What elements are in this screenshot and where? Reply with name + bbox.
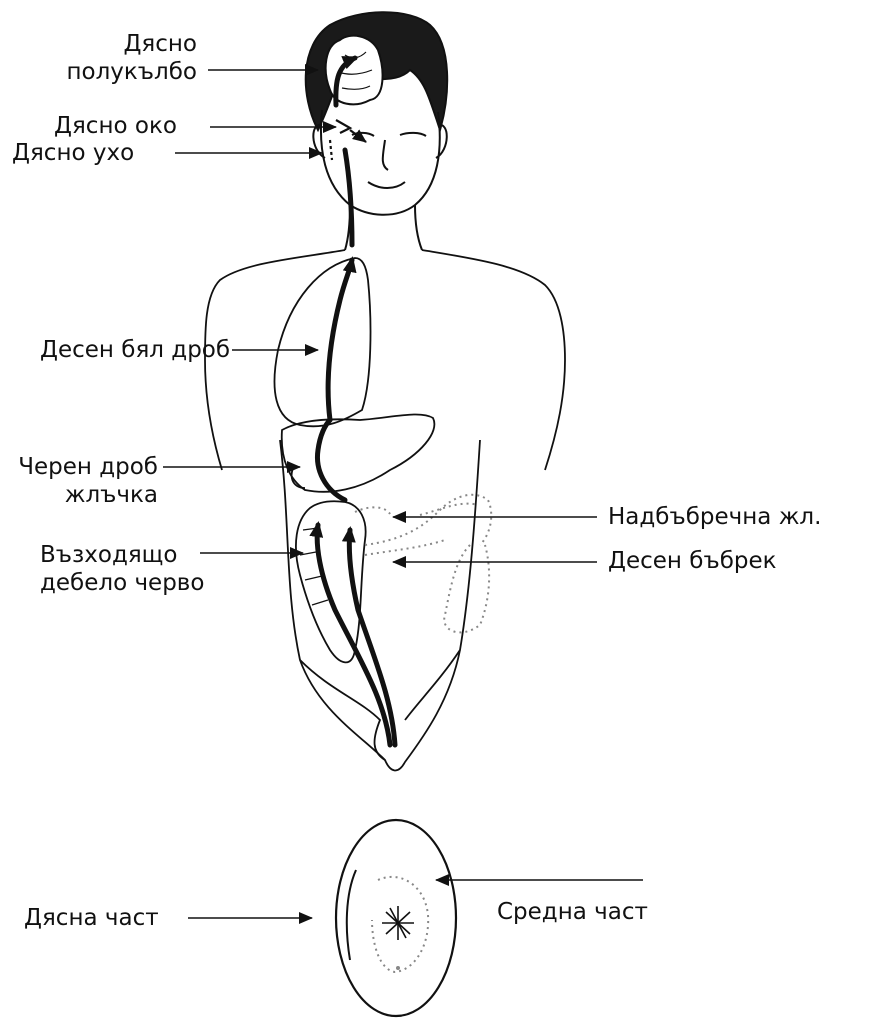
label-right-part: Дясна част <box>24 905 159 931</box>
torso-outline <box>204 249 566 772</box>
label-adrenal-gland: Надбъбречна жл. <box>608 504 822 530</box>
eye-ear-markers <box>328 119 367 161</box>
label-right-ear: Дясно ухо <box>12 140 135 166</box>
right-part-arc <box>345 869 357 961</box>
right-lung <box>273 257 372 428</box>
label-liver-gallbladder: Черен дроб жлъчка <box>18 454 158 508</box>
path-lower-right <box>341 526 398 748</box>
mouth <box>367 181 406 189</box>
path-lower-left <box>309 521 393 748</box>
nose <box>381 139 389 171</box>
eye-right <box>399 131 427 137</box>
path-lung <box>325 256 357 423</box>
label-middle-part: Средна част <box>497 899 648 925</box>
neck-right <box>414 204 423 251</box>
path-neck <box>342 147 355 248</box>
iris-oval <box>334 818 458 1018</box>
label-right-eye: Дясно око <box>54 113 177 139</box>
path-brain <box>333 55 359 108</box>
middle-part-dotted <box>371 875 430 974</box>
descending-colon <box>443 544 491 634</box>
leader-lines <box>163 64 643 924</box>
ascending-colon <box>295 500 367 664</box>
meridian-path <box>309 55 398 748</box>
path-liver <box>314 417 348 503</box>
label-right-lung: Десен бял дроб <box>40 337 231 363</box>
iris-outline <box>334 818 458 1018</box>
label-right-hemisphere: Дясно полукълбо <box>66 31 197 85</box>
pupil-star <box>382 906 414 940</box>
label-right-kidney: Десен бъбрек <box>608 548 777 574</box>
face-outline <box>319 109 441 216</box>
head <box>304 11 449 251</box>
label-ascending-colon: Възходящо дебело черво <box>40 542 205 596</box>
ear-right <box>435 123 448 159</box>
dotted-organs <box>354 493 493 634</box>
